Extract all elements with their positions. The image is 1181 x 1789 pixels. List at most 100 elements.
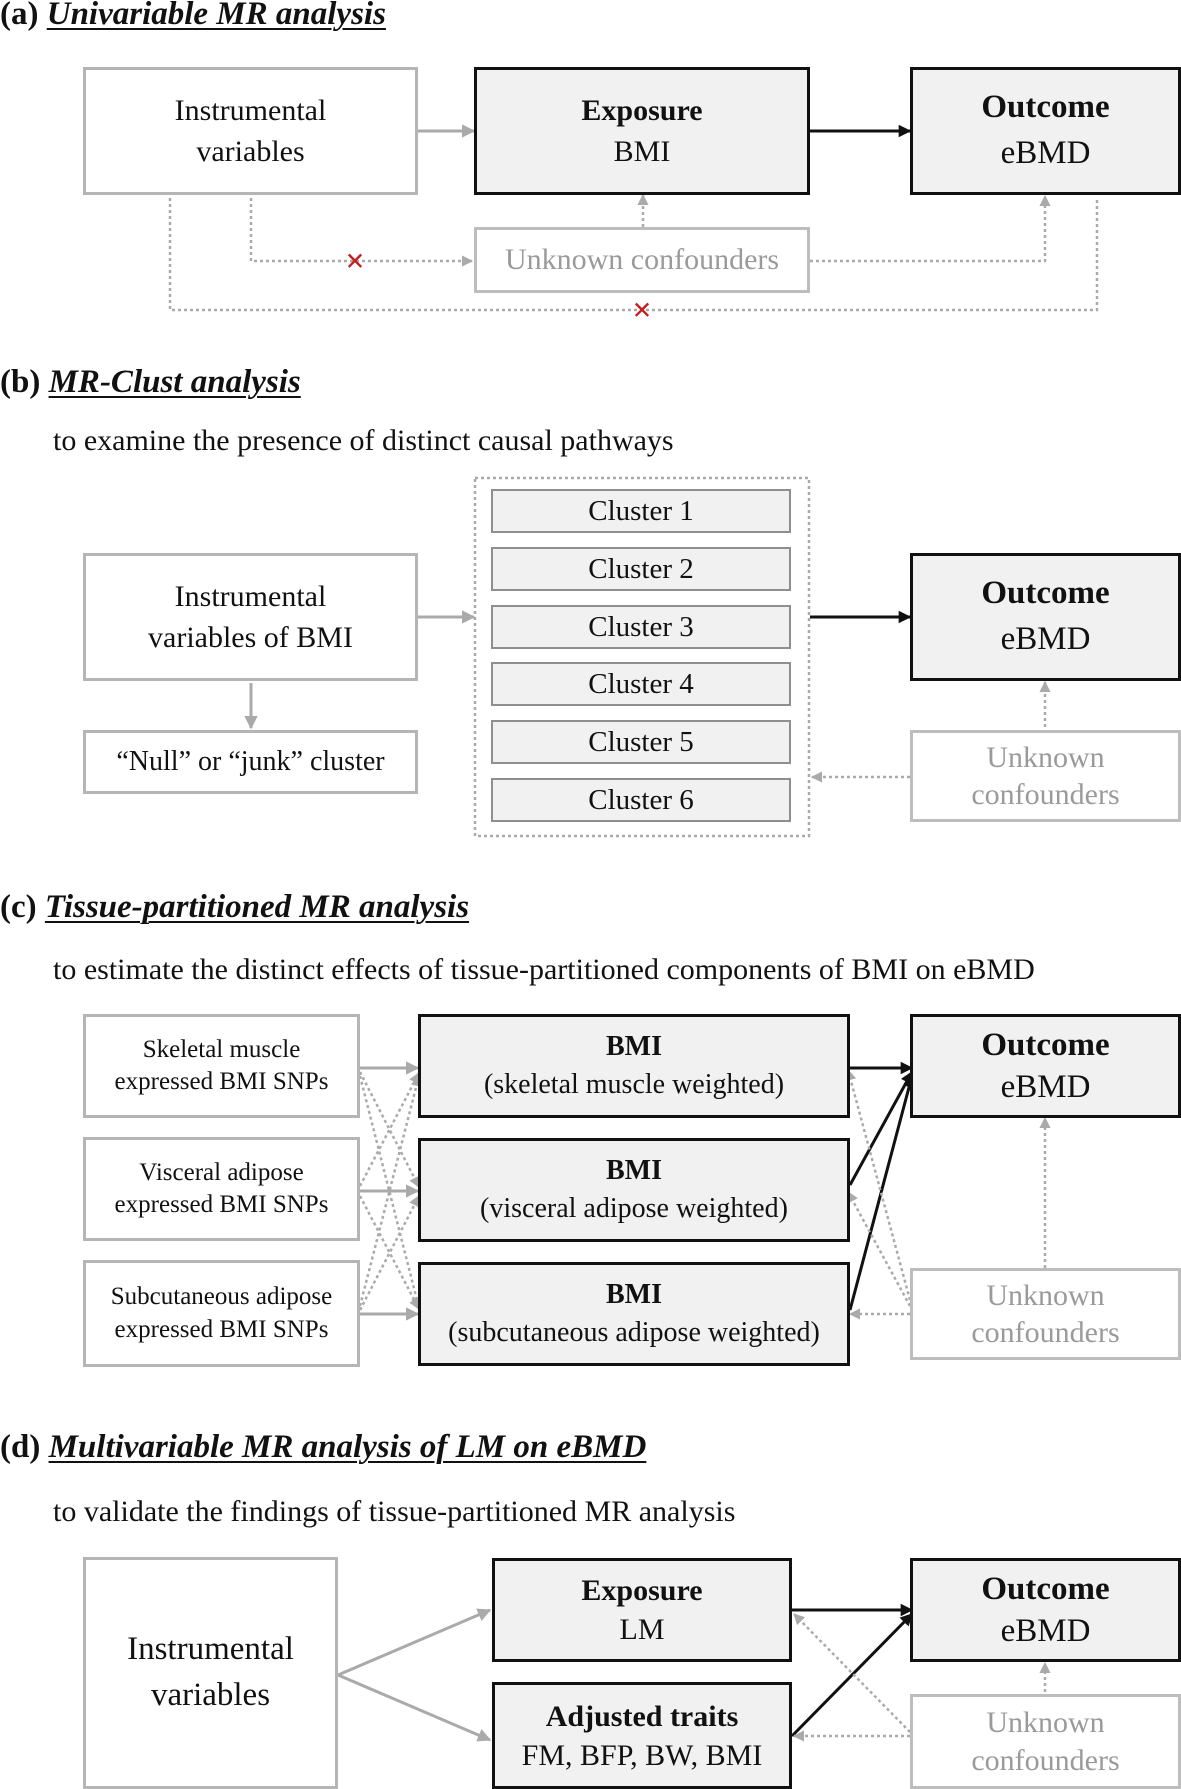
- cluster-box: Cluster 2: [491, 547, 791, 591]
- cluster-label: Cluster 6: [588, 783, 694, 816]
- arrow-iv-to-adjusted-d: [337, 1673, 492, 1742]
- adjusted-title: Adjusted traits: [545, 1699, 739, 1733]
- outcome-value: eBMD: [1000, 621, 1091, 657]
- cluster-box: Cluster 6: [491, 778, 791, 822]
- arrow-bmi2-to-outcome: [848, 1070, 914, 1186]
- iv-line2: variables: [196, 135, 305, 168]
- path-confounders-to-outcome: [810, 194, 1051, 263]
- panel-a-outcome-box: Outcome eBMD: [910, 67, 1181, 195]
- snp-line2: expressed BMI SNPs: [114, 1315, 329, 1343]
- null-cluster-label: “Null” or “junk” cluster: [116, 745, 385, 777]
- snp-line1: Subcutaneous adipose: [110, 1283, 333, 1310]
- outcome-value: eBMD: [1000, 1613, 1091, 1649]
- confounders-line2: confounders: [971, 1743, 1120, 1777]
- arrow-adjusted-to-outcome-d: [790, 1612, 914, 1738]
- panel-d-instrumental-variables-box: Instrumental variables: [83, 1557, 338, 1789]
- snp-line2: expressed BMI SNPs: [114, 1068, 329, 1095]
- panel-d-unknown-confounders-box: Unknown confounders: [910, 1694, 1181, 1789]
- bmi-visceral-adipose-weighted-box: BMI (visceral adipose weighted): [418, 1138, 850, 1242]
- panel-a-title: Univariable MR analysis: [46, 0, 386, 32]
- outcome-title: Outcome: [981, 575, 1110, 612]
- bmi-skeletal-muscle-weighted-box: BMI (skeletal muscle weighted): [418, 1014, 850, 1118]
- cluster-label: Cluster 5: [588, 725, 694, 758]
- cluster-box: Cluster 3: [491, 605, 791, 649]
- cluster-box: Cluster 4: [491, 662, 791, 706]
- bmi-title: BMI: [606, 1155, 662, 1187]
- panel-b-arrows: [244, 476, 1051, 838]
- confounders-line2: confounders: [971, 1316, 1120, 1349]
- exposure-value: LM: [619, 1613, 665, 1646]
- panel-a-arrows: [168, 124, 1099, 312]
- panel-b-instrumental-variables-box: Instrumental variables of BMI: [83, 553, 418, 681]
- conf-to-bmi1: [845, 1068, 912, 1301]
- confounders-line1: Unknown: [986, 740, 1105, 774]
- iv-line1: Instrumental: [127, 1631, 294, 1668]
- cluster-box: Cluster 5: [491, 720, 791, 764]
- panel-b-unknown-confounders-box: Unknown confounders: [910, 730, 1181, 822]
- confounders-line1: Unknown: [986, 1278, 1105, 1312]
- iv-line2: variables: [150, 1677, 271, 1713]
- panel-a-instrumental-variables-box: Instrumental variables: [83, 67, 418, 195]
- panel-c-arrows: [358, 1061, 1051, 1321]
- exposure-title: Exposure: [581, 93, 703, 127]
- outcome-title: Outcome: [981, 89, 1110, 126]
- panel-d-adjusted-traits-box: Adjusted traits FM, BFP, BW, BMI: [492, 1682, 792, 1789]
- cluster-label: Cluster 2: [588, 552, 694, 585]
- bmi-detail: (subcutaneous adipose weighted): [448, 1317, 820, 1348]
- snp-line2: expressed BMI SNPs: [114, 1191, 329, 1218]
- panel-b-title: MR-Clust analysis: [48, 364, 301, 400]
- path-iv-to-outcome-direct: [168, 198, 1099, 312]
- outcome-title: Outcome: [981, 1570, 1110, 1607]
- panel-d-subtitle: to validate the findings of tissue-parti…: [53, 1495, 736, 1528]
- confounders-line2: confounders: [971, 778, 1120, 811]
- snp-line1: Visceral adipose: [139, 1158, 304, 1186]
- outcome-title: Outcome: [981, 1026, 1110, 1063]
- panel-a-exposure-box: Exposure BMI: [474, 67, 810, 195]
- bmi-subcutaneous-adipose-weighted-box: BMI (subcutaneous adipose weighted): [418, 1262, 850, 1366]
- panel-c-outcome-box: Outcome eBMD: [910, 1014, 1181, 1118]
- panel-a-heading: (a) Univariable MR analysis: [0, 0, 386, 33]
- panel-c-title: Tissue-partitioned MR analysis: [44, 889, 470, 925]
- panel-b-letter: (b): [0, 364, 41, 400]
- bmi-detail: (visceral adipose weighted): [480, 1193, 788, 1224]
- cluster-label: Cluster 3: [588, 610, 694, 643]
- bmi-title: BMI: [606, 1279, 662, 1311]
- panel-b-null-cluster-box: “Null” or “junk” cluster: [83, 730, 418, 794]
- confounders-line1: Unknown: [986, 1706, 1105, 1739]
- panel-d-heading: (d) Multivariable MR analysis of LM on e…: [0, 1429, 646, 1466]
- panel-d-arrows: [337, 1603, 1051, 1742]
- panel-d-letter: (d): [0, 1429, 41, 1465]
- cluster-group-frame: [473, 476, 811, 838]
- panel-c-letter: (c): [0, 889, 37, 925]
- adjusted-value: FM, BFP, BW, BMI: [521, 1738, 763, 1772]
- panel-b-outcome-box: Outcome eBMD: [910, 553, 1181, 681]
- cross-snp1-bmi3: [358, 1075, 422, 1310]
- panel-c-heading: (c) Tissue-partitioned MR analysis: [0, 889, 469, 926]
- panel-a-letter: (a): [0, 0, 39, 32]
- snp-line1: Skeletal muscle: [142, 1035, 301, 1063]
- outcome-value: eBMD: [1000, 135, 1091, 171]
- cluster-label: Cluster 1: [588, 494, 694, 527]
- outcome-value: eBMD: [1000, 1069, 1091, 1105]
- blocked-mark-1: ×: [345, 243, 364, 280]
- snp-box-subcutaneous-adipose: Subcutaneous adipose expressed BMI SNPs: [83, 1260, 360, 1367]
- bmi-title: BMI: [606, 1031, 662, 1063]
- exposure-value: BMI: [613, 135, 671, 168]
- path-iv-to-confounders: [249, 198, 474, 267]
- exposure-title: Exposure: [581, 1574, 703, 1607]
- iv-line1: Instrumental: [174, 93, 327, 127]
- panel-d-exposure-box: Exposure LM: [492, 1558, 792, 1662]
- confounders-label: Unknown confounders: [504, 243, 780, 277]
- panel-c-unknown-confounders-box: Unknown confounders: [910, 1268, 1181, 1360]
- bmi-detail: (skeletal muscle weighted): [483, 1069, 785, 1100]
- cluster-label: Cluster 4: [588, 667, 694, 700]
- panel-c-subtitle: to estimate the distinct effects of tiss…: [53, 953, 1035, 986]
- panel-b-subtitle: to examine the presence of distinct caus…: [53, 424, 674, 457]
- snp-box-visceral-adipose: Visceral adipose expressed BMI SNPs: [83, 1137, 360, 1241]
- iv-line1: Instrumental: [174, 579, 327, 613]
- panel-b-heading: (b) MR-Clust analysis: [0, 364, 301, 401]
- panel-a-unknown-confounders-box: Unknown confounders: [474, 227, 810, 293]
- snp-box-skeletal-muscle: Skeletal muscle expressed BMI SNPs: [83, 1014, 360, 1118]
- arrow-iv-to-exposure-d: [337, 1608, 492, 1677]
